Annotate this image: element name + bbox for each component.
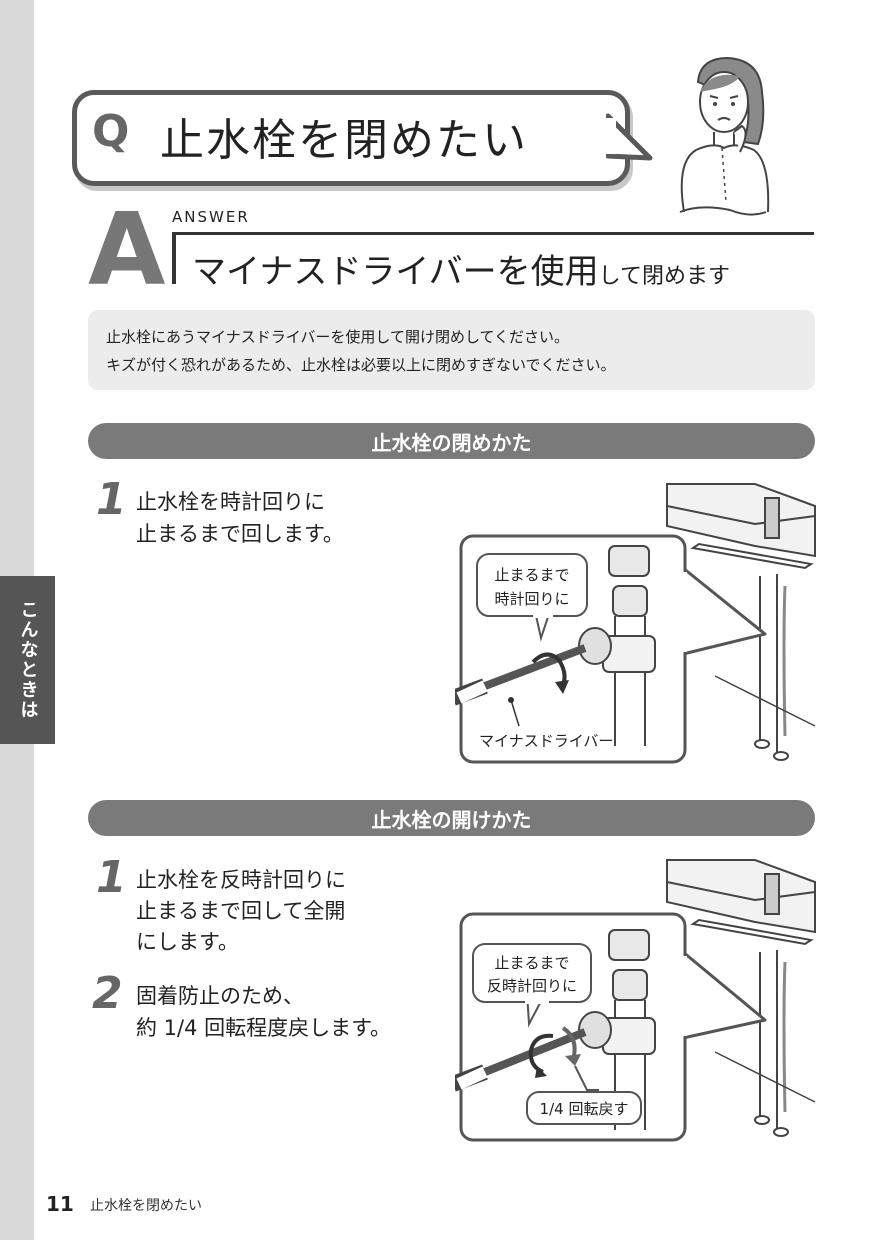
open-callout-line-2: 反時計回りに: [487, 977, 577, 995]
answer-main-small: して閉めます: [598, 264, 730, 289]
close-speech-callout: [476, 553, 588, 617]
counterclockwise-arrow-icon: [528, 1033, 554, 1074]
open-step-2-number: 2: [92, 968, 123, 1019]
clockwise-arrow-icon: [531, 652, 567, 690]
section-heading-open: 止水栓の開けかた: [88, 800, 815, 836]
question-mark: Q: [92, 106, 130, 157]
open-step-1-line-1: 止水栓を反時計回りに: [136, 868, 346, 892]
close-callout-line-2: 時計回りに: [494, 590, 569, 608]
sink-unit-icon: [666, 483, 816, 761]
return-label: 1/4 回転戻す: [540, 1100, 629, 1118]
open-step-1-line-2: 止まるまで回して全開: [136, 899, 346, 923]
info-line-1: 止水栓にあうマイナスドライバーを使用して開け閉めしてください。: [106, 328, 570, 346]
close-callout-line-1: 止まるまで: [494, 566, 569, 584]
close-step-1-number: 1: [96, 474, 127, 525]
close-step-1-line-2: 止まるまで回します。: [136, 522, 344, 546]
screwdriver-icon: [455, 644, 587, 706]
close-illustration: 止まるまで 時計回りに マイナスドライバー: [455, 483, 816, 764]
info-line-2: キズが付く恐れがあるため、止水栓は必要以上に閉めすぎないでください。: [106, 356, 616, 374]
question-bubble: [72, 90, 630, 186]
screwdriver-icon: [455, 1028, 587, 1092]
open-step-2-line-1: 固着防止のため、: [136, 984, 304, 1008]
valve-icon: [578, 929, 656, 1130]
answer-main-large: マイナスドライバーを使用: [192, 252, 599, 292]
open-step-2-line-2: 約 1/4 回転程度戻します。: [136, 1016, 392, 1040]
tool-label: マイナスドライバー: [479, 732, 613, 750]
valve-icon: [578, 545, 656, 746]
answer-accent-bar: [172, 234, 176, 284]
open-step-1-number: 1: [96, 852, 127, 903]
open-illustration: 止まるまで 反時計回りに 1/4 回転戻す: [455, 859, 816, 1142]
answer-letter: A: [88, 191, 166, 308]
sink-unit-icon: [666, 859, 816, 1137]
answer-headline: マイナスドライバーを使用して閉めます: [192, 244, 730, 293]
open-step-1-line-3: にします。: [136, 930, 239, 954]
close-step-1-line-1: 止水栓を時計回りに: [136, 490, 325, 514]
footer-title: 止水栓を閉めたい: [90, 1198, 202, 1214]
return-label-box: [526, 1091, 642, 1125]
side-tab[interactable]: こんなときは: [0, 576, 55, 744]
question-title: 止水栓を閉めたい: [160, 115, 528, 166]
bubble-tail-icon: [606, 113, 653, 161]
answer-divider: [172, 232, 814, 235]
worried-woman-icon: [679, 56, 770, 216]
open-callout-line-1: 止まるまで: [494, 954, 569, 972]
answer-label: ANSWER: [172, 208, 250, 226]
section-heading-close: 止水栓の閉めかた: [88, 423, 815, 459]
info-box: [88, 310, 815, 390]
page-number: 11: [46, 1192, 74, 1216]
